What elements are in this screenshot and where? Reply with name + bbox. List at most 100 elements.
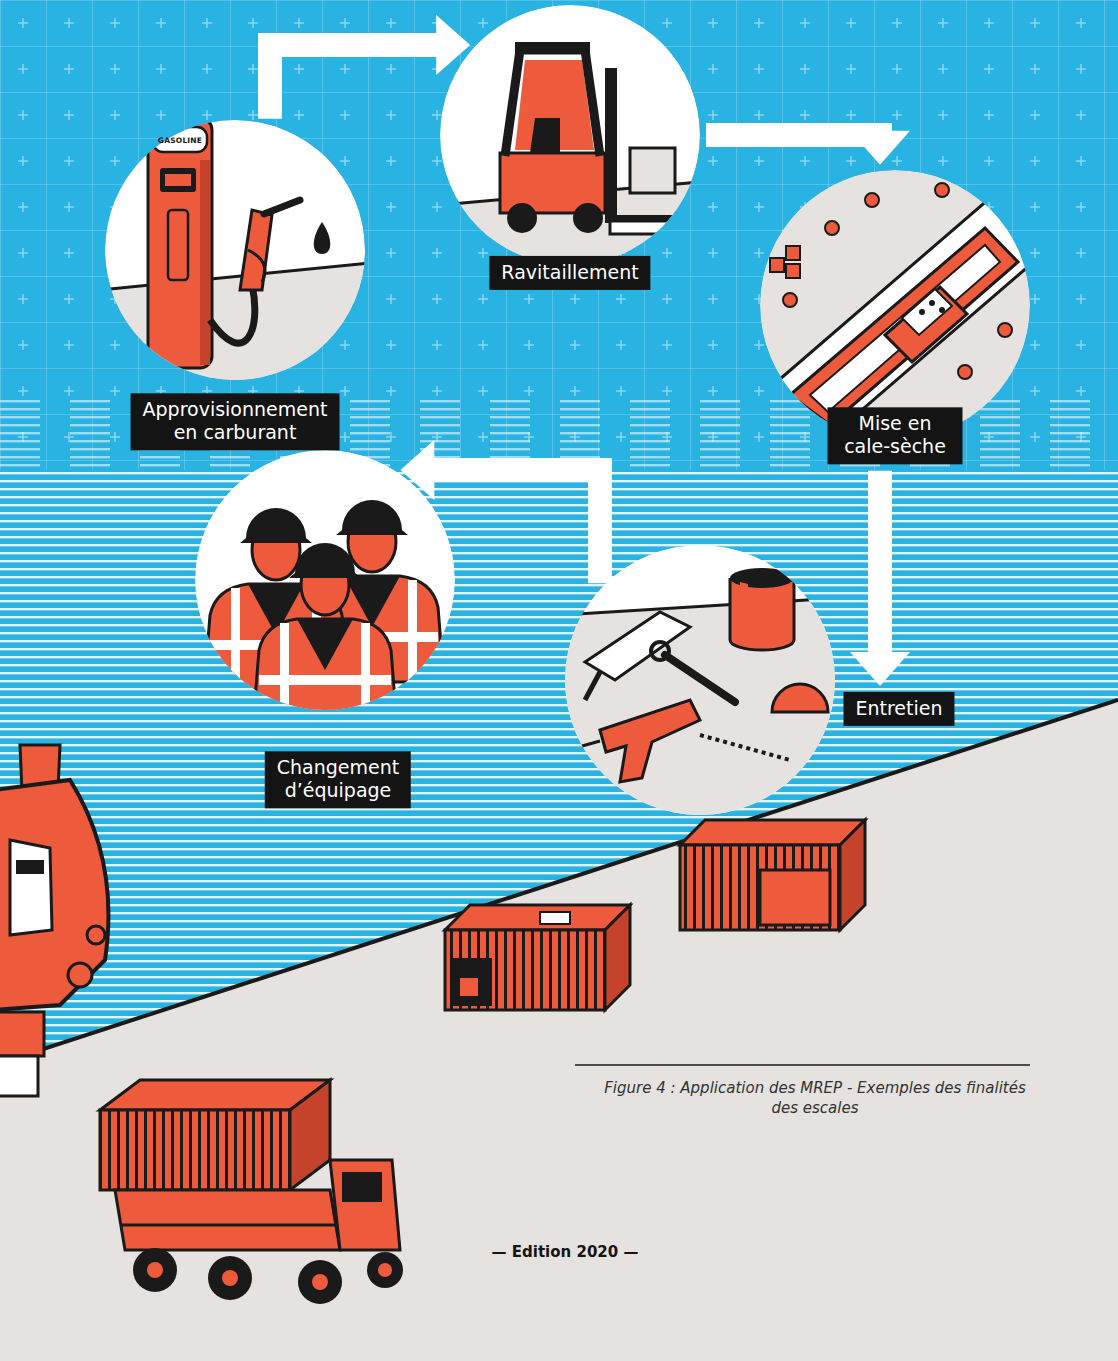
- step-circle: Changement d’équipage: [195, 450, 455, 710]
- container-truck: [100, 1110, 290, 1190]
- ship-bow: [0, 1012, 44, 1056]
- container: [840, 820, 865, 930]
- container: [445, 905, 630, 930]
- dry-dock-icon: [902, 289, 952, 335]
- forklift-icon: [630, 148, 675, 193]
- forklift-icon: [530, 118, 560, 153]
- flow-arrow: [400, 440, 600, 583]
- flow-arrow: [706, 131, 910, 165]
- ship-bow: [16, 860, 44, 874]
- container: [540, 912, 570, 924]
- step-circle: Ravitaillement: [440, 5, 700, 265]
- fuel-pump-icon: [240, 210, 272, 290]
- dry-dock-icon: [929, 300, 935, 306]
- container-truck: [147, 1262, 163, 1278]
- step-label: Changement d’équipage: [277, 756, 399, 802]
- arrow-shaft: [270, 45, 438, 119]
- tools-icon: [560, 545, 840, 820]
- step-label: Entretien: [855, 697, 942, 720]
- arrow-head: [850, 652, 910, 686]
- tools-icon: [700, 735, 790, 760]
- container: [445, 905, 630, 1010]
- tools-icon: [772, 684, 828, 712]
- tools-icon: [585, 612, 690, 680]
- fuel-pump-icon: [100, 118, 380, 400]
- container: [460, 978, 478, 996]
- dry-dock-icon: [760, 170, 1045, 446]
- edition-note: — Edition 2020 —: [492, 1243, 639, 1261]
- ship-bow: [68, 963, 92, 987]
- label-plate: Approvisionnement en carburant: [131, 393, 340, 450]
- forklift-icon: [440, 5, 700, 270]
- flow-arrow: [850, 471, 910, 686]
- tools-icon: [665, 655, 735, 702]
- dry-dock-icon: [786, 246, 800, 260]
- fuel-pump-icon: [210, 285, 255, 343]
- container: [452, 958, 492, 1006]
- container: [680, 820, 865, 845]
- step-label: Approvisionnement en carburant: [143, 398, 328, 444]
- arrow-head: [436, 15, 470, 75]
- tools-icon: [585, 672, 600, 700]
- dry-dock-icon: [935, 183, 949, 197]
- background: [0, 0, 1118, 470]
- step-label: Ravitaillement: [501, 261, 638, 284]
- tools-icon: [575, 741, 600, 748]
- tools-icon: [600, 700, 700, 782]
- forklift-icon: [505, 50, 600, 156]
- tools-icon: [730, 568, 794, 588]
- forklift-icon: [573, 203, 603, 233]
- dry-dock-icon: [770, 258, 784, 272]
- container-truck: [120, 1224, 335, 1227]
- container: [760, 870, 830, 925]
- forklift-icon: [610, 221, 690, 234]
- fuel-pump-icon: [314, 222, 331, 254]
- container: [605, 905, 630, 1010]
- crew-icon: [195, 450, 455, 725]
- forklift-icon: [507, 203, 537, 233]
- ship-bow: [10, 840, 52, 935]
- label-plate: Mise en cale-sèche: [828, 407, 963, 464]
- fuel-pump-icon: [153, 127, 207, 152]
- dry-dock-icon: [958, 365, 972, 379]
- ship-bow: [0, 745, 108, 1096]
- arrow-shaft: [432, 470, 600, 583]
- container-truck: [100, 1080, 403, 1304]
- dry-dock-icon: [939, 307, 945, 313]
- forklift-icon: [515, 42, 590, 54]
- background: [0, 700, 1118, 1361]
- arrow-head: [400, 440, 434, 500]
- step-circle: Mise en cale-sèche: [760, 170, 1030, 440]
- dry-dock-icon: [783, 293, 797, 307]
- tools-icon: [560, 598, 840, 820]
- background: [0, 700, 1118, 1063]
- container-truck: [298, 1260, 342, 1304]
- fuel-pump-icon: [200, 160, 210, 365]
- container-truck: [222, 1270, 238, 1286]
- container-truck: [115, 1190, 340, 1250]
- dry-dock-icon: [919, 309, 925, 315]
- dry-dock-icon: [786, 264, 800, 278]
- label-plate: Ravitaillement: [489, 256, 650, 290]
- flow-arrow: [270, 15, 470, 119]
- container-truck: [367, 1252, 403, 1288]
- fuel-pump-icon: [168, 210, 188, 280]
- ship-bow: [0, 1056, 38, 1096]
- container-truck: [342, 1172, 382, 1202]
- crew-icon: [253, 543, 397, 725]
- label-plate: Entretien: [843, 692, 954, 726]
- container: [445, 930, 605, 1010]
- dry-dock-icon: [998, 323, 1012, 337]
- forklift-icon: [605, 68, 617, 223]
- dry-dock-icon: [810, 245, 1000, 412]
- fuel-pump-icon: [148, 118, 212, 368]
- ship-bow: [0, 780, 108, 1010]
- container-truck: [330, 1160, 400, 1250]
- step-label: Mise en cale-sèche: [840, 412, 951, 458]
- container-truck: [133, 1248, 177, 1292]
